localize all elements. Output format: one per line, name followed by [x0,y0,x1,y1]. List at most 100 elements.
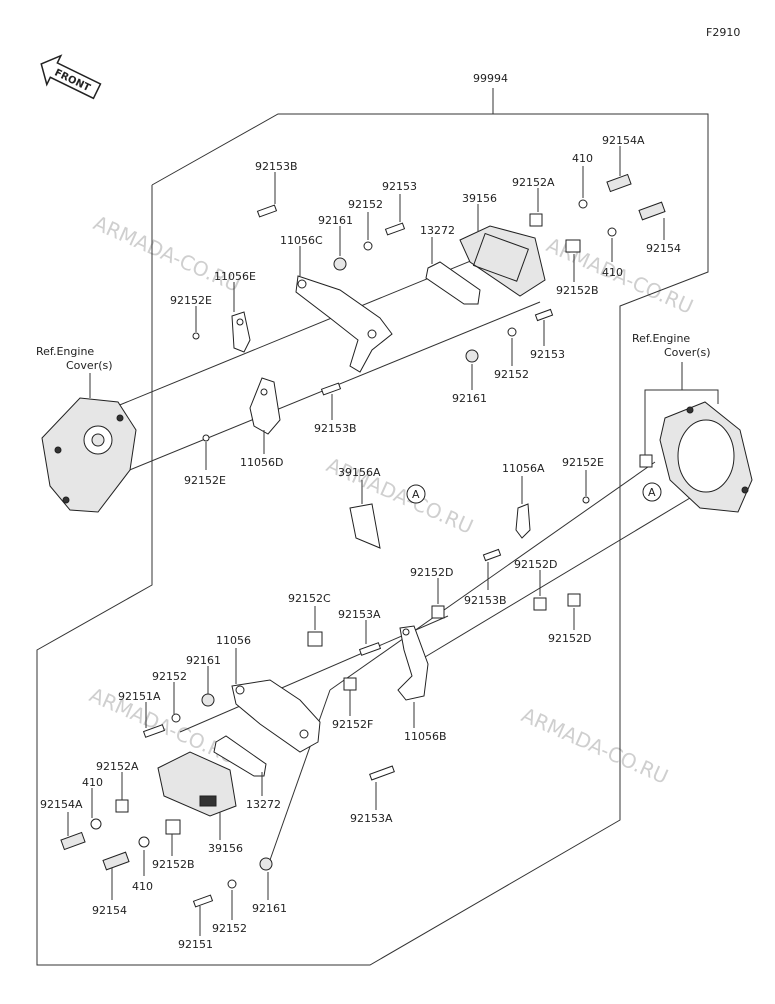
washer-410 [90,818,102,830]
bolt-92151a [142,724,166,738]
part-label: 410 [572,152,593,165]
nut-92161 [333,257,347,271]
callout-a-label: A [648,486,656,499]
nut-92161 [201,693,215,707]
bracket-11056 [231,679,321,753]
spacer-92152d [431,605,445,619]
gasket-13272-upper [425,261,481,305]
leader-line [644,362,683,455]
washer-92152 [363,241,373,251]
part-label: 13272 [420,224,455,237]
part-label: 92152 [212,922,247,935]
part-label: 13272 [246,798,281,811]
engine-cover-left [41,397,137,513]
washer-410 [578,199,588,209]
shaft-line [269,689,331,861]
spacer-92152d [533,597,547,611]
part-label: 410 [132,880,153,893]
washer-92152e [202,434,210,442]
ref-engine-label: Ref.Engine [632,332,690,345]
spacer-92152f [343,677,357,691]
spacer-92152d [567,593,581,607]
part-label: 11056A [502,462,545,475]
part-label: 39156 [208,842,243,855]
shaft-line [329,461,656,691]
washer-92152 [227,879,237,889]
bolt-92153a [369,765,395,781]
washer-410 [138,836,150,848]
washer-92152e [582,496,590,504]
bolt-92153b [482,548,502,562]
callout-a [406,484,426,504]
part-label: 92153A [338,608,381,621]
part-label: 39156A [338,466,381,479]
assembly-number: 99994 [473,72,508,85]
part-label: 92154A [40,798,83,811]
front-arrow-icon: FRONT [40,54,102,100]
part-label: 39156 [462,192,497,205]
part-label: 410 [82,776,103,789]
part-label: 92152D [514,558,557,571]
washer-410 [607,227,617,237]
part-label: 92153B [464,594,507,607]
shaft-line [419,479,721,661]
callout-a [642,482,662,502]
part-label: 92161 [452,392,487,405]
part-label: 92161 [252,902,287,915]
bolt-92153b [320,382,342,396]
spacer-92152a [529,213,543,227]
bolt-92153 [534,308,554,322]
part-label: 92153A [350,812,393,825]
bracket-11056e [231,311,251,353]
bolt-92154a [60,831,86,851]
engine-cover-right [639,401,753,513]
watermark: ARMADA-CO.RU [518,703,672,789]
nut-92161 [465,349,479,363]
part-label: 11056C [280,234,323,247]
part-label: 92152F [332,718,373,731]
bolt-92154 [102,851,130,871]
nut-92161 [259,857,273,871]
part-label: 92152E [562,456,604,469]
part-label: 92153B [255,160,298,173]
part-label: 92152A [512,176,555,189]
part-label: 410 [602,266,623,279]
gasket-13272-lower [213,735,267,777]
part-label: 11056E [214,270,256,283]
bolt-92153b [256,204,278,218]
part-label: 92152D [548,632,591,645]
part-label: 92152B [152,858,195,871]
part-label: 92154A [602,134,645,147]
part-label: 92152 [494,368,529,381]
part-label: 92152 [152,670,187,683]
bolt-92151 [192,894,214,908]
part-label: 92153 [530,348,565,361]
part-label: 92152D [410,566,453,579]
ref-cover-label: Cover(s) [66,359,113,372]
spacer-92152b [165,819,181,835]
part-label: 92161 [186,654,221,667]
part-label: 92151A [118,690,161,703]
part-label: 92154 [92,904,127,917]
bracket-11056c [295,275,393,373]
assembly-outline [36,113,709,966]
bracket-11056d [249,377,281,435]
part-label: 92153 [382,180,417,193]
part-label: 11056D [240,456,283,469]
washer-92152 [507,327,517,337]
watermark: ARMADA-CO.RU [90,211,244,297]
part-label: 92152 [348,198,383,211]
part-label: 92161 [318,214,353,227]
figure-id: F2910 [706,26,740,39]
part-label: 92152B [556,284,599,297]
bracket-11056b [397,625,429,701]
leader-line [682,389,719,404]
bolt-92154a [606,173,632,193]
part-label: 11056B [404,730,447,743]
spacer-92152c [307,631,323,647]
spacer-92152a [115,799,129,813]
part-label: 92151 [178,938,213,951]
spacer-92152b [565,239,581,253]
bolt-92154 [638,201,666,221]
